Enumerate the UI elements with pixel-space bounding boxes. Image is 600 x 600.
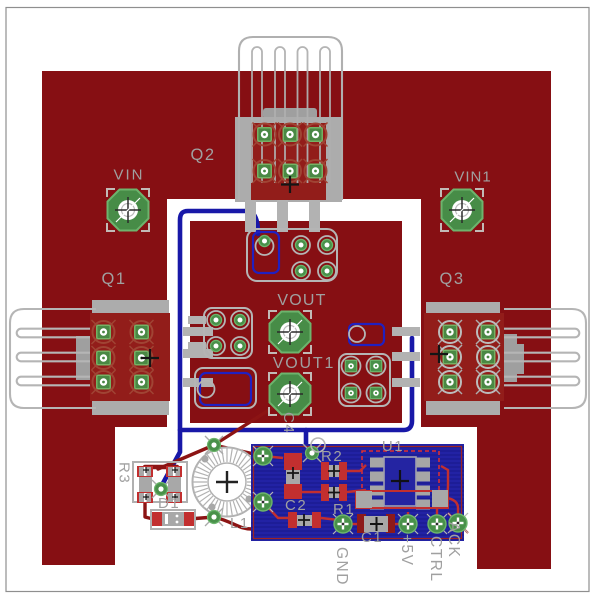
svg-text:C2: C2 — [285, 497, 307, 514]
svg-text:C1: C1 — [361, 529, 383, 546]
svg-text:R2: R2 — [321, 448, 343, 465]
svg-text:VOUT1: VOUT1 — [273, 355, 335, 372]
svg-text:ACK: ACK — [445, 522, 462, 558]
svg-text:VIN1: VIN1 — [454, 169, 491, 186]
svg-text:Q1: Q1 — [101, 270, 126, 288]
svg-text:Q3: Q3 — [439, 270, 464, 288]
svg-text:D1: D1 — [158, 495, 180, 512]
svg-text:GND: GND — [333, 547, 350, 586]
svg-text:+5V: +5V — [398, 534, 415, 567]
svg-text:VIN: VIN — [113, 167, 144, 184]
svg-text:VOUT: VOUT — [277, 292, 326, 309]
svg-text:R1: R1 — [333, 501, 355, 518]
svg-text:Q2: Q2 — [190, 146, 215, 164]
svg-text:U1: U1 — [382, 438, 404, 455]
svg-text:L1: L1 — [230, 515, 250, 532]
svg-text:CTRL: CTRL — [427, 536, 444, 582]
svg-text:C4: C4 — [280, 412, 297, 434]
svg-text:R3: R3 — [116, 462, 133, 484]
